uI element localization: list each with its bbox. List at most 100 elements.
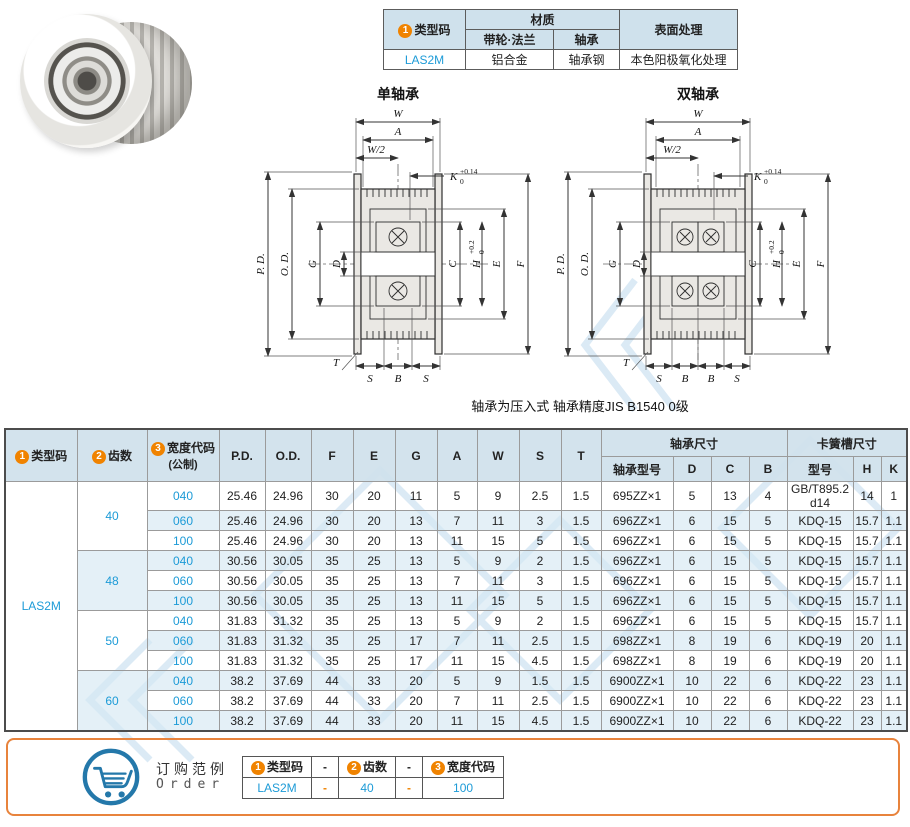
value-cell: 31.83 [218,610,266,631]
value-cell: 698ZZ×1 [600,630,674,651]
value-cell: 1.5 [560,630,602,651]
svg-text:O. D.: O. D. [279,252,291,276]
value-cell: 6 [672,610,712,631]
svg-text:T: T [623,357,630,369]
value-cell: 696ZZ×1 [600,610,674,631]
value-cell: 5 [436,550,478,571]
value-cell: 1.1 [880,510,908,531]
value-cell: 6 [748,690,788,711]
value-cell: 38.2 [218,690,266,711]
value-cell: 25 [352,550,396,571]
svg-text:S: S [423,373,429,385]
teeth-count-cell[interactable]: 50 [76,610,148,671]
svg-text:K: K [753,171,762,183]
order-value-teeth[interactable]: 40 [338,776,397,799]
product-photo [18,8,196,156]
width-code-cell[interactable]: 040 [146,550,220,571]
value-cell: 15.7 [852,550,882,571]
col-header-bearing-d: D [672,456,712,482]
value-cell: 20 [352,510,396,531]
type-code-cell[interactable]: LAS2M [4,481,78,732]
width-code-cell[interactable]: 100 [146,530,220,551]
width-code-cell[interactable]: 060 [146,690,220,711]
value-cell: 17 [394,630,438,651]
width-code-cell[interactable]: 040 [146,610,220,631]
width-code-cell[interactable]: 060 [146,510,220,531]
svg-text:P. D.: P. D. [555,253,567,276]
teeth-count-cell[interactable]: 40 [76,481,148,551]
order-separator: - [395,776,424,799]
svg-text:W: W [393,108,403,120]
value-cell: 1.1 [880,670,908,691]
col-group-bearing-size: 轴承尺寸 [600,428,788,457]
value-cell: 11 [436,650,478,671]
svg-text:H: H [471,259,483,269]
svg-text:E: E [491,260,503,268]
value-cell: 6 [672,530,712,551]
value-cell: 6 [748,630,788,651]
value-cell: 15.7 [852,510,882,531]
value-cell: 15 [476,650,520,671]
value-cell: 4.5 [518,710,562,732]
value-cell: KDQ-22 [786,670,854,691]
value-cell: 696ZZ×1 [600,590,674,611]
value-cell: KDQ-15 [786,590,854,611]
value-cell: 31.32 [264,630,312,651]
teeth-count-cell[interactable]: 48 [76,550,148,611]
svg-text:C: C [747,260,759,268]
col-header-circlip-model: 型号 [786,456,854,482]
value-cell: 1.5 [560,710,602,732]
value-cell: 1.1 [880,690,908,711]
teeth-count-cell[interactable]: 60 [76,670,148,732]
value-cell: 37.69 [264,670,312,691]
svg-text:0: 0 [764,177,768,186]
value-cell: 33 [352,710,396,732]
badge-1-icon: 1 [398,24,413,38]
value-cell: 25 [352,590,396,611]
order-value-width-code[interactable]: 100 [422,776,505,799]
value-cell: 7 [436,510,478,531]
value-cell: 1.5 [560,610,602,631]
badge-1-icon: 1 [15,450,30,464]
value-cell: 24.96 [264,530,312,551]
col-header-w: W [476,428,520,482]
width-code-cell[interactable]: 100 [146,710,220,732]
order-separator: - [311,755,340,778]
value-cell: 2.5 [518,630,562,651]
value-cell: 1.5 [560,670,602,691]
value-cell: 5 [436,670,478,691]
order-value-type-code[interactable]: LAS2M [241,776,313,799]
value-cell: 2 [518,550,562,571]
value-cell: 15.7 [852,610,882,631]
pulley-bearing [44,38,130,124]
value-cell: KDQ-15 [786,570,854,591]
value-cell: 35 [310,550,354,571]
width-code-cell[interactable]: 100 [146,650,220,671]
badge-3-icon: 3 [150,442,165,456]
width-code-cell[interactable]: 040 [146,670,220,691]
width-code-cell[interactable]: 060 [146,630,220,651]
value-cell: 44 [310,670,354,691]
spec-type-code-value[interactable]: LAS2M [383,49,466,70]
value-cell: 13 [394,610,438,631]
value-cell: 23 [852,670,882,691]
value-cell: 37.69 [264,710,312,732]
value-cell: 30 [310,481,354,511]
value-cell: 31.32 [264,650,312,671]
value-cell: 15 [710,530,750,551]
value-cell: 30.05 [264,570,312,591]
value-cell: 1.5 [518,670,562,691]
width-code-cell[interactable]: 040 [146,481,220,511]
value-cell: 1.1 [880,590,908,611]
value-cell: 44 [310,690,354,711]
value-cell: 13 [394,570,438,591]
width-code-cell[interactable]: 100 [146,590,220,611]
svg-text:A: A [394,126,402,138]
col-header-od: O.D. [264,428,312,482]
width-code-cell[interactable]: 060 [146,570,220,591]
value-cell: 6900ZZ×1 [600,670,674,691]
svg-text:P. D.: P. D. [255,253,267,276]
